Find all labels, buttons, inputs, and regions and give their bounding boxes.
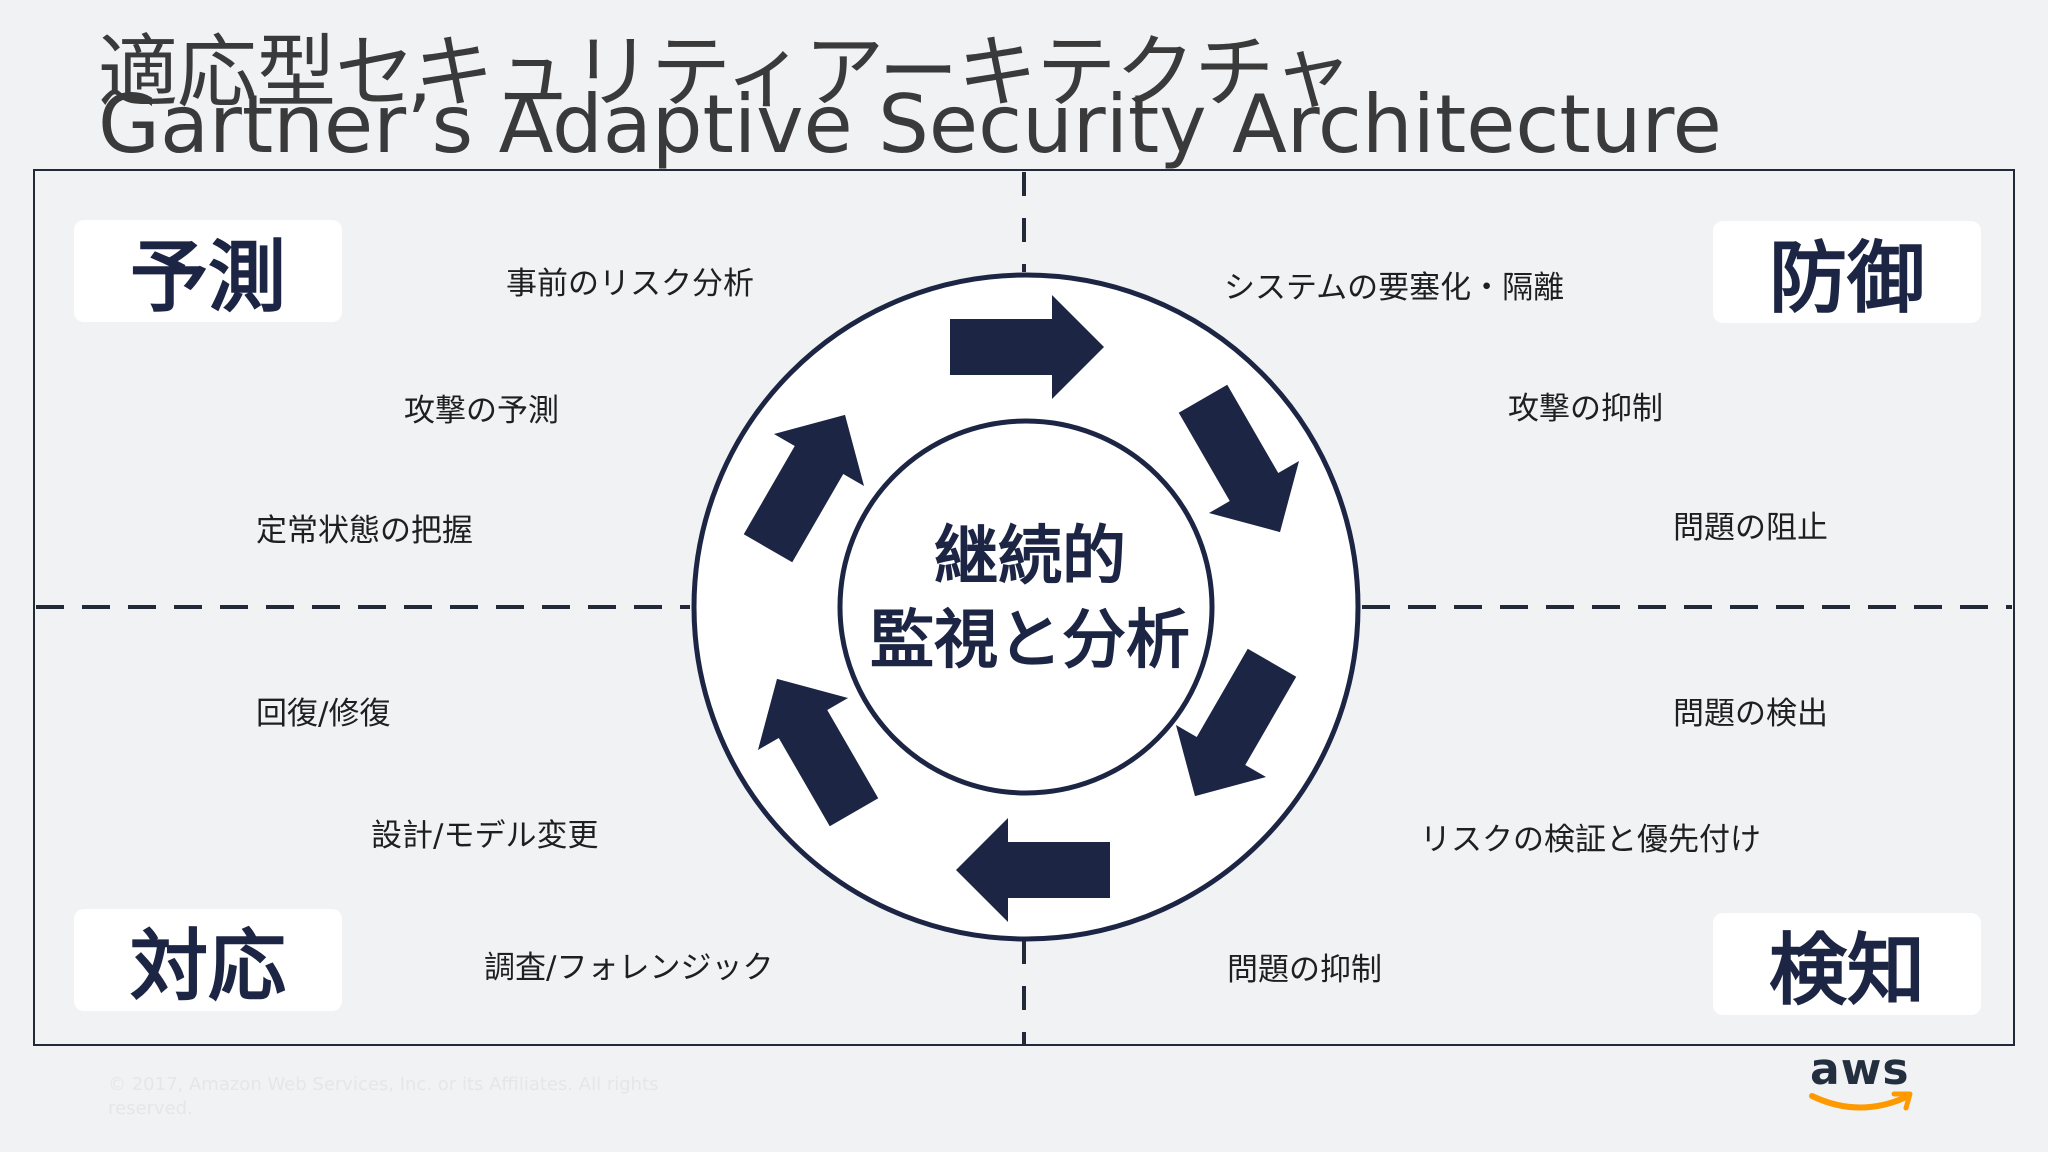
aws-smile-icon <box>1809 1091 1913 1111</box>
cycle-arrow-icon-lower-right <box>1175 648 1297 797</box>
defend-item-attack-suppression: 攻撃の抑制 <box>1508 391 1663 427</box>
cycle-arrow-icon-upper-right <box>1178 384 1300 533</box>
slide-title-japanese: 適応型セキュリティアーキテクチャ <box>98 26 1353 119</box>
detect-item-risk-validation: リスクの検証と優先付け <box>1420 822 1761 858</box>
center-label-line2: 監視と分析 <box>870 604 1190 678</box>
predict-item-risk-analysis: 事前のリスク分析 <box>506 266 754 302</box>
respond-item-redesign: 設計/モデル変更 <box>371 818 599 854</box>
cycle-arrow-icon-top <box>950 295 1104 399</box>
detect-item-containment: 問題の抑制 <box>1227 952 1382 988</box>
detect-item-detection: 問題の検出 <box>1673 696 1828 732</box>
quadrant-label-defend: 防御 <box>1713 221 1981 324</box>
cycle-arrow-icon-lower-left <box>757 678 879 827</box>
center-label-line1: 継続的 <box>934 520 1126 594</box>
respond-item-forensics: 調査/フォレンジック <box>484 950 774 986</box>
defend-item-hardening: システムの要塞化・隔離 <box>1224 270 1565 306</box>
aws-logo: aws <box>1808 1046 1918 1116</box>
inner-cycle-circle <box>837 418 1215 796</box>
aws-logo-text: aws <box>1810 1044 1910 1095</box>
quadrant-label-respond: 対応 <box>74 909 342 1012</box>
cycle-arrow-icon-upper-left <box>743 414 865 563</box>
cycle-arrow-icon-bottom <box>956 818 1110 922</box>
predict-item-baseline: 定常状態の把握 <box>256 513 473 549</box>
defend-item-prevention: 問題の阻止 <box>1673 510 1828 546</box>
center-label: 継続的 監視と分析 <box>845 515 1215 683</box>
predict-item-attack-prediction: 攻撃の予測 <box>404 393 559 429</box>
quadrant-label-detect: 検知 <box>1713 913 1981 1016</box>
quadrant-label-predict: 予測 <box>74 220 342 323</box>
slide-title-english: Gartner’s Adaptive Security Architecture <box>98 78 1722 171</box>
respond-item-recovery: 回復/修復 <box>256 696 391 732</box>
copyright-notice: © 2017, Amazon Web Services, Inc. or its… <box>108 1074 659 1119</box>
